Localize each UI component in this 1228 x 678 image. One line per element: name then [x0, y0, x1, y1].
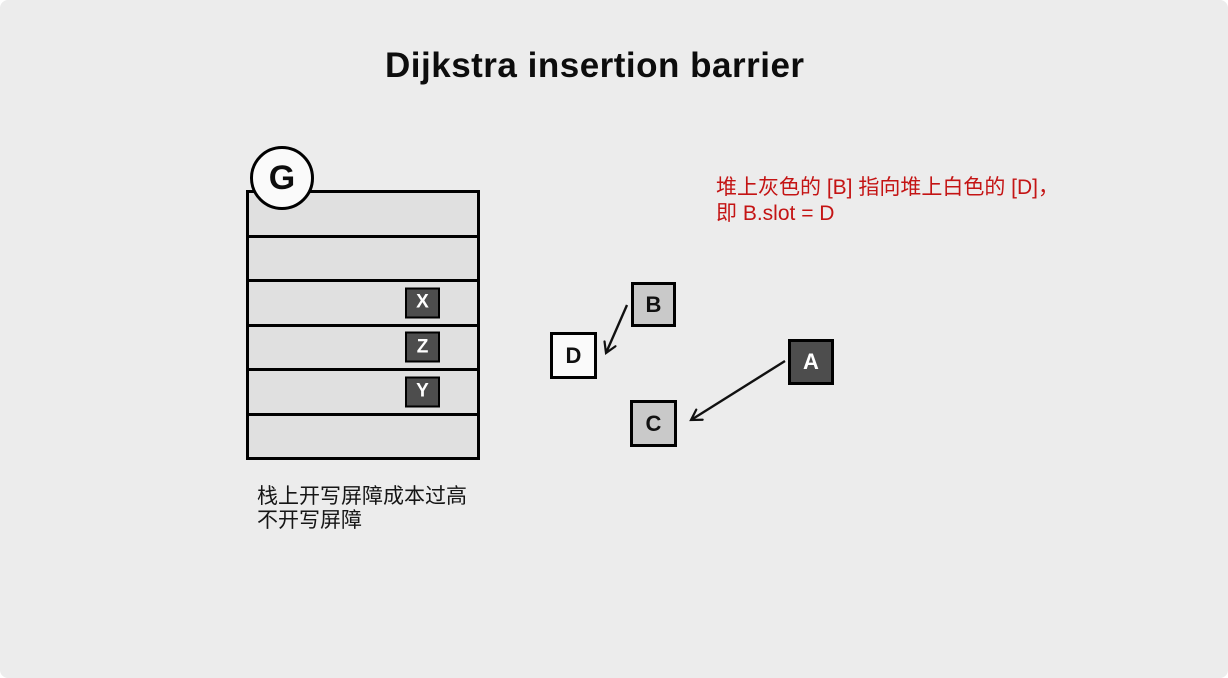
heap-object-c: C	[630, 400, 677, 447]
stack-row	[249, 415, 477, 457]
stack-row: Y	[249, 371, 477, 416]
stack-slot-y: Y	[405, 376, 440, 408]
stack-row: X	[249, 282, 477, 327]
annotation-line1: 堆上灰色的 [B] 指向堆上白色的 [D]，	[716, 176, 1060, 199]
stack-row: Z	[249, 326, 477, 371]
annotation-line2: 即 B.slot = D	[716, 202, 835, 225]
heap-object-b: B	[631, 282, 676, 327]
stack-caption-line2: 不开写屏障	[257, 509, 362, 532]
stack-row	[249, 237, 477, 282]
stack-caption: 栈上开写屏障成本过高 不开写屏障	[257, 485, 467, 533]
goroutine-badge: G	[250, 146, 314, 210]
heap-object-a: A	[788, 339, 834, 385]
goroutine-stack: X Z Y	[246, 190, 480, 460]
arrow-b-to-d	[606, 304, 629, 353]
arrow-a-to-c	[691, 359, 786, 420]
heap-object-d: D	[550, 332, 597, 379]
annotation-note: 堆上灰色的 [B] 指向堆上白色的 [D]， 即 B.slot = D	[716, 175, 1059, 227]
stack-slot-z: Z	[405, 331, 440, 363]
slide-title: Dijkstra insertion barrier	[385, 46, 805, 85]
stack-caption-line1: 栈上开写屏障成本过高	[257, 485, 467, 508]
stack-slot-x: X	[405, 287, 440, 319]
